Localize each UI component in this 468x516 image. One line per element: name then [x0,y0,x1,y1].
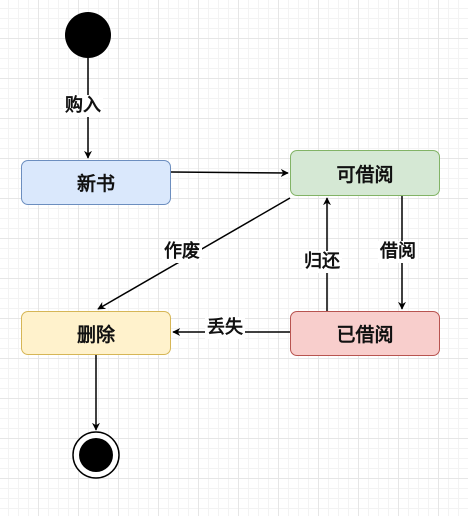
state-deleted[interactable]: 删除 [21,311,171,355]
transition-label-return: 归还 [302,251,342,273]
state-available-label: 可借阅 [336,163,394,186]
state-borrowed[interactable]: 已借阅 [290,311,440,356]
state-new-book[interactable]: 新书 [21,160,171,205]
edge-new-to-available[interactable] [170,168,289,177]
state-borrowed-label: 已借阅 [336,324,394,346]
state-available[interactable]: 可借阅 [290,150,440,196]
final-state-node[interactable] [79,438,113,472]
state-deleted-label: 删除 [76,323,115,346]
transition-label-lose: 丢失 [205,317,245,339]
transition-label-borrow: 借阅 [378,241,418,263]
state-new-book-label: 新书 [76,173,115,195]
initial-state-node[interactable] [65,12,111,58]
transition-label-scrap: 作废 [162,241,202,263]
transition-label-buy: 购入 [63,95,103,117]
